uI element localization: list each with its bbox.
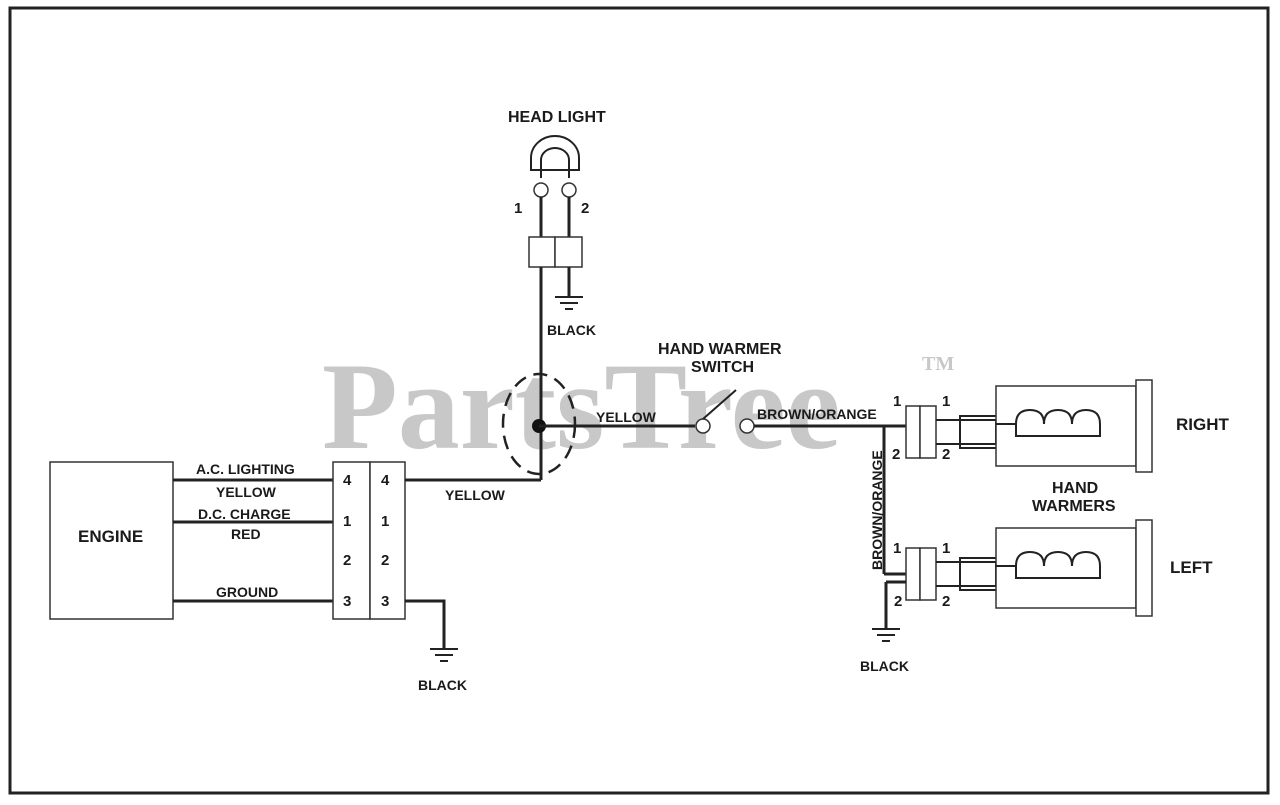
junction-highlight: [501, 372, 577, 476]
warmer-feed-label: BROWN/ORANGE: [757, 406, 877, 422]
engine-ground-icon: [430, 648, 458, 662]
engine-connector-pin-3b: 3: [381, 593, 389, 610]
dc-charge-color-label: RED: [231, 526, 261, 542]
watermark-trademark: TM: [922, 353, 954, 375]
right-warmer-connector: [905, 405, 937, 459]
right-connector-pin-2a: 2: [892, 446, 900, 463]
ac-lighting-color-label: YELLOW: [216, 484, 277, 500]
head-light-ground-icon: [555, 296, 583, 310]
head-light-bulb-icon: [530, 135, 580, 198]
right-connector-pin-2b: 2: [942, 446, 950, 463]
head-light-pin-1: 1: [514, 200, 522, 217]
engine-block: [49, 461, 174, 620]
left-connector-pin-1a: 1: [893, 540, 901, 557]
right-connector-pin-1b: 1: [942, 393, 950, 410]
right-hand-warmer-icon: [995, 379, 1153, 473]
head-light-pin-2: 2: [581, 200, 589, 217]
right-connector-pin-1a: 1: [893, 393, 901, 410]
engine-connector-pin-3a: 3: [343, 593, 351, 610]
dc-charge-label: D.C. CHARGE: [198, 506, 291, 522]
ground-label: GROUND: [216, 584, 278, 600]
hand-warmers-label-line1: HAND: [1052, 480, 1098, 497]
engine-connector-pin-1b: 1: [381, 513, 389, 530]
ac-lighting-label: A.C. LIGHTING: [196, 461, 295, 477]
left-connector-pin-2b: 2: [942, 593, 950, 610]
head-light-label: HEAD LIGHT: [508, 109, 606, 126]
hand-warmer-ground-icon: [872, 628, 900, 642]
branch-wire-label: BROWN/ORANGE: [869, 450, 885, 570]
engine-connector-pin-4a: 4: [343, 472, 352, 489]
watermark-text: PartsTree: [322, 338, 841, 475]
connector-output-label: YELLOW: [445, 487, 506, 503]
left-warmer-label: LEFT: [1170, 558, 1213, 577]
engine-connector-pin-2b: 2: [381, 552, 389, 569]
engine-ground-label: BLACK: [418, 677, 467, 693]
engine-connector-pin-4b: 4: [381, 472, 390, 489]
hand-warmer-switch-icon: [695, 389, 755, 434]
left-connector-pin-1b: 1: [942, 540, 950, 557]
switch-label-line1: HAND WARMER: [658, 341, 782, 358]
engine-connector: [332, 461, 406, 620]
engine-connector-pin-1a: 1: [343, 513, 351, 530]
diagram-frame: [8, 6, 1270, 795]
left-warmer-connector: [905, 547, 937, 601]
hand-warmer-ground-label: BLACK: [860, 658, 909, 674]
head-light-ground-label: BLACK: [547, 322, 596, 338]
engine-label: ENGINE: [78, 527, 143, 546]
left-hand-warmer-icon: [995, 519, 1153, 617]
switch-wire-label: YELLOW: [596, 409, 657, 425]
hand-warmers-label-line2: WARMERS: [1032, 498, 1116, 515]
engine-connector-pin-2a: 2: [343, 552, 351, 569]
switch-label-line2: SWITCH: [691, 359, 754, 376]
right-warmer-label: RIGHT: [1176, 415, 1230, 434]
left-connector-pin-2a: 2: [894, 593, 902, 610]
head-light-connector: [528, 236, 583, 268]
